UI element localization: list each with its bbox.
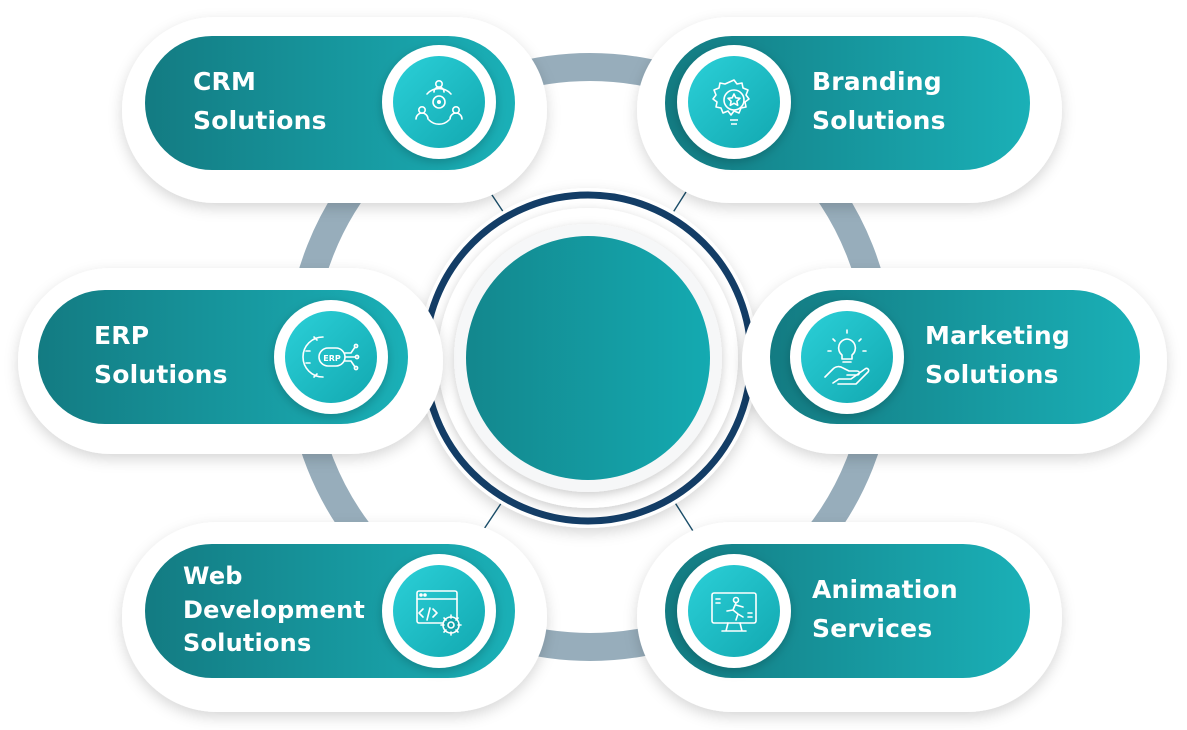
- marketing-label: Marketing Solutions: [925, 317, 1070, 395]
- monitor-figure-icon: [711, 592, 757, 632]
- hub-circle: [466, 236, 710, 480]
- label-line: Solutions: [193, 105, 327, 135]
- label-line: Solutions: [925, 359, 1059, 389]
- label-line: Solutions: [812, 105, 946, 135]
- web-development-card: [122, 522, 547, 712]
- label-line: Web: [183, 562, 243, 590]
- label-line: Solutions: [183, 629, 312, 658]
- label-line: Development: [183, 595, 366, 624]
- erp-label: ERP Solutions: [94, 317, 228, 395]
- label-line: ERP: [94, 321, 150, 350]
- animation-label: Animation Services: [812, 571, 958, 649]
- bulb-hand-icon: [824, 329, 870, 385]
- central-hub: [418, 188, 758, 528]
- label-line: Marketing: [925, 321, 1071, 350]
- label-line: Branding: [812, 67, 942, 96]
- team-network-icon: [415, 79, 463, 125]
- svg-text:ERP: ERP: [323, 354, 341, 363]
- crm-label: CRM Solutions: [193, 63, 327, 141]
- marketing-card: [742, 268, 1167, 454]
- label-line: CRM: [193, 67, 257, 96]
- crm-card: [122, 17, 547, 203]
- branding-card: [637, 17, 1062, 203]
- erp-gear-icon: ERP: [302, 336, 360, 378]
- label-line: Animation: [812, 575, 958, 604]
- label-line: Solutions: [94, 359, 228, 389]
- branding-label: Branding Solutions: [812, 63, 946, 141]
- erp-card: [18, 268, 443, 454]
- web-development-label: Web Development Solutions: [183, 560, 365, 661]
- browser-code-gear-icon: [416, 590, 462, 636]
- label-line: Services: [812, 613, 933, 643]
- gear-star-bulb-icon: [712, 79, 750, 125]
